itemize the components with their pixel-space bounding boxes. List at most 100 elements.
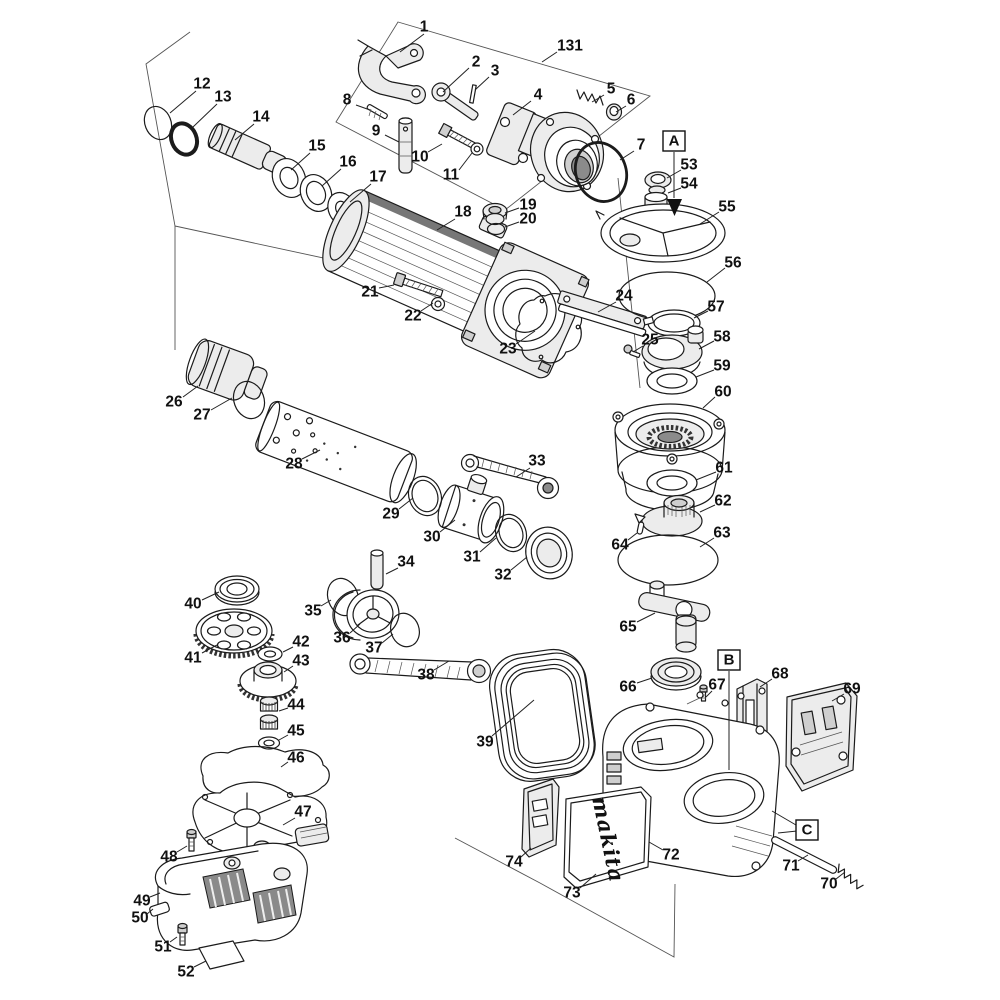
callout-44: 44 [287,697,305,714]
section-arrow-A [667,199,682,216]
leader-line-9 [384,134,400,143]
leader-line-7 [619,150,635,161]
callout-34: 34 [397,554,415,571]
part-45-washer [257,736,281,750]
callout-13: 13 [214,89,232,106]
part-29-snap-ring [407,475,443,517]
callout-18: 18 [454,204,472,221]
part-15-washer [271,158,307,198]
leader-line-69 [831,693,845,702]
leader-line-8 [355,104,371,111]
leader-line-29 [398,497,414,510]
callout-71: 71 [782,858,800,875]
part-69-cover-plate [785,682,858,792]
leader-line-131 [541,51,558,63]
leader-line-56 [706,267,726,283]
section-label-C: C [802,822,813,839]
callout-8: 8 [343,92,352,109]
callout-41: 41 [184,650,202,667]
section-box-B [717,649,741,671]
leader-line-6 [615,105,627,113]
leader-line-30 [439,519,456,533]
callout-38: 38 [417,667,435,684]
part-52-name-plate [198,940,245,970]
callout-23: 23 [499,341,517,358]
leader-line-42 [282,646,294,653]
part-11-nut [470,142,484,156]
part-10-bolt [438,122,476,149]
callout-47: 47 [294,804,311,821]
part-64-pin [636,521,645,535]
leader-line-23 [515,330,536,345]
callout-27: 27 [193,407,210,424]
part-1-crank-lever [357,39,426,105]
leader-line-58 [698,340,715,350]
part-19-cap [482,202,508,226]
callout-11: 11 [443,167,460,184]
part-34-pin [370,549,384,590]
callout-43: 43 [292,653,310,670]
leader-line-47 [282,817,296,826]
callout-59: 59 [713,358,731,375]
part-21-bolt [393,272,444,298]
callout-67: 67 [708,677,725,694]
leader-line-36 [349,623,361,634]
callout-50: 50 [131,910,148,927]
callout-45: 45 [287,723,305,740]
part-36-piston [332,589,400,641]
callout-73: 73 [563,885,581,902]
callout-46: 46 [287,750,305,767]
callout-31: 31 [463,549,481,566]
part-59-ring [646,367,698,395]
leader-line-35 [320,599,332,607]
callout-58: 58 [713,329,731,346]
leader-line-60 [702,396,716,409]
callout-68: 68 [771,666,789,683]
callout-2: 2 [472,54,481,71]
callout-65: 65 [619,619,637,636]
callout-29: 29 [382,506,400,523]
callout-30: 30 [423,529,440,546]
callout-6: 6 [627,92,636,109]
leader-line-64 [627,532,638,541]
leader-line-15 [290,152,311,171]
callout-40: 40 [184,596,201,613]
part-14-spindle [207,123,288,175]
part-20-o-ring [486,222,506,236]
part-40-ball-bearing [214,575,260,606]
part-61-ring [646,469,698,497]
callout-12: 12 [193,76,210,93]
leader-line-32 [510,556,528,571]
callout-14: 14 [252,109,270,126]
part-60-bearing-retainer [612,403,726,511]
callout-19: 19 [519,197,537,214]
section-box-C [795,819,819,841]
leader-line-43 [283,665,294,673]
leader-line-2 [442,67,470,93]
leader-line-18 [436,218,456,231]
section-label-B: B [724,652,735,669]
leader-line-20 [504,221,520,228]
leader-line-61 [695,471,717,481]
callout-1: 1 [420,19,429,36]
leader-line-5 [591,94,605,103]
part-6-plug [605,103,623,121]
part-47-crank-cover [192,781,330,854]
callout-63: 63 [713,525,731,542]
part-38-connecting-rod [349,653,492,684]
leader-line-48 [176,845,188,853]
callout-33: 33 [528,453,546,470]
part-28-cylinder [255,400,417,504]
leader-line-46 [280,761,289,768]
leader-line-68 [759,678,773,688]
leader-line-49 [149,892,161,898]
section-box-A [662,130,686,152]
leader-line-21 [378,284,395,289]
leader-line-3 [474,76,490,91]
callout-57: 57 [707,299,724,316]
leader-line-70 [835,871,846,880]
part-62-guide [634,494,703,537]
callout-49: 49 [133,893,151,910]
leader-line-66 [636,677,653,684]
